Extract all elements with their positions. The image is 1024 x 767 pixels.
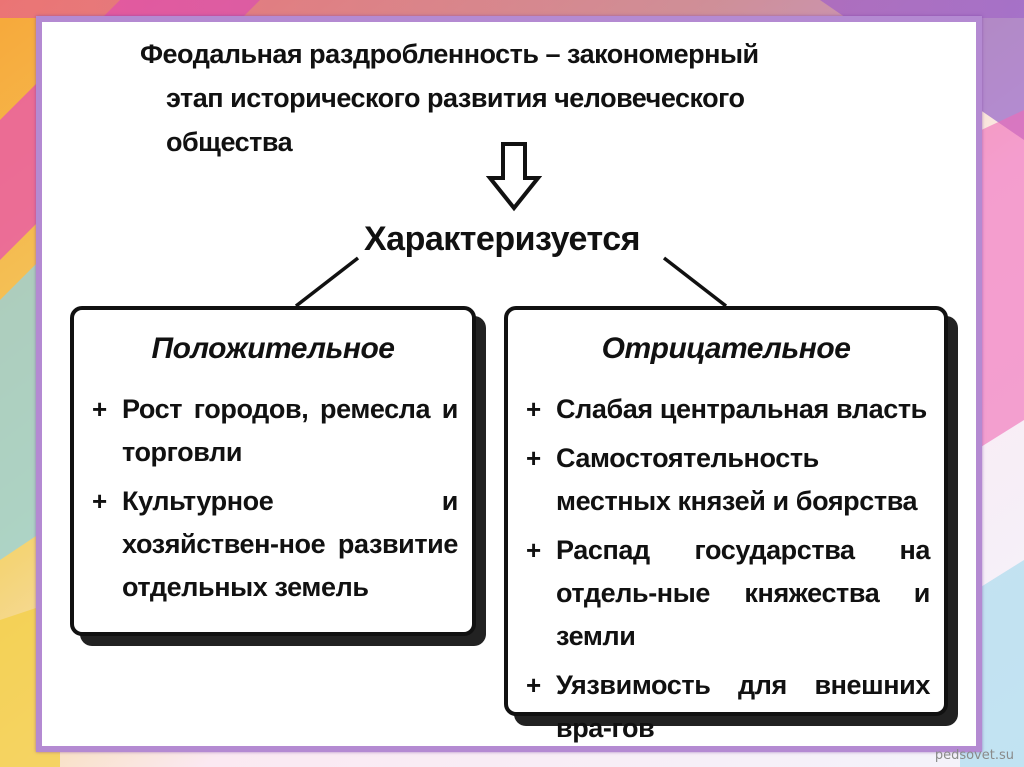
plus-bullet-icon: + bbox=[526, 437, 541, 480]
negative-list: + Слабая центральная власть + Самостояте… bbox=[522, 388, 930, 756]
positive-list: + Рост городов, ремесла и торговли + Кул… bbox=[88, 388, 458, 615]
plus-bullet-icon: + bbox=[526, 388, 541, 431]
list-item: + Культурное и хозяйствен-ное развитие о… bbox=[88, 480, 458, 609]
negative-panel: Отрицательное + Слабая центральная власт… bbox=[504, 306, 948, 716]
list-item: + Рост городов, ремесла и торговли bbox=[88, 388, 458, 474]
list-item: + Слабая центральная власть bbox=[522, 388, 930, 431]
characterized-label: Характеризуется bbox=[364, 220, 664, 259]
list-item-text: Уязвимость для внешних вра-гов bbox=[556, 664, 930, 750]
title-line-1: Феодальная раздробленность – закономерны… bbox=[140, 32, 860, 76]
list-item: + Самостоятельность местных князей и боя… bbox=[522, 437, 930, 523]
negative-panel-title: Отрицательное bbox=[508, 332, 944, 366]
watermark: pedsovet.su bbox=[935, 748, 1014, 763]
list-item-text: Распад государства на отдель-ные княжест… bbox=[556, 529, 930, 658]
list-item-text: Культурное и хозяйствен-ное развитие отд… bbox=[122, 480, 458, 609]
positive-panel: Положительное + Рост городов, ремесла и … bbox=[70, 306, 476, 636]
plus-bullet-icon: + bbox=[92, 388, 107, 431]
title-bold-part: Феодальная раздробленность bbox=[140, 39, 538, 69]
down-arrow-icon bbox=[486, 140, 542, 212]
plus-bullet-icon: + bbox=[92, 480, 107, 523]
positive-panel-title: Положительное bbox=[74, 332, 472, 366]
plus-bullet-icon: + bbox=[526, 529, 541, 572]
list-item-text: Самостоятельность местных князей и боярс… bbox=[556, 437, 930, 523]
plus-bullet-icon: + bbox=[526, 664, 541, 707]
title-rest-part: – закономерный bbox=[538, 39, 758, 69]
list-item: + Уязвимость для внешних вра-гов bbox=[522, 664, 930, 750]
list-item: + Распад государства на отдель-ные княже… bbox=[522, 529, 930, 658]
list-item-text: Рост городов, ремесла и торговли bbox=[122, 388, 458, 474]
list-item-text: Слабая центральная власть bbox=[556, 388, 930, 431]
